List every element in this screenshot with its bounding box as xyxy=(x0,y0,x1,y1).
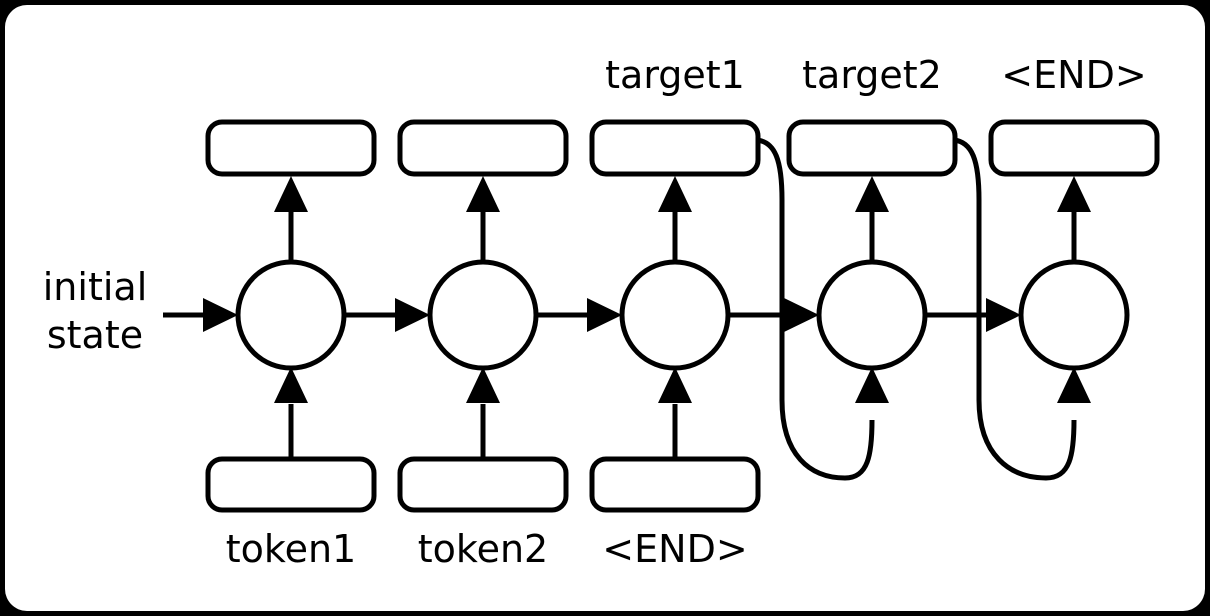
cell-to-output-arrowhead-3 xyxy=(658,176,692,212)
output-box-1[interactable] xyxy=(205,119,377,177)
initial-state-label-line2: state xyxy=(47,313,143,357)
input-to-cell-arrowhead-2 xyxy=(466,367,500,403)
cell-to-output-arrowhead-5 xyxy=(1057,176,1091,212)
output-box-5[interactable] xyxy=(988,119,1160,177)
top-label-end: <END> xyxy=(1001,53,1146,97)
state-arrowhead-2-3 xyxy=(587,298,622,332)
rnn-cell-1[interactable] xyxy=(235,259,347,371)
input-box-1[interactable] xyxy=(205,456,377,513)
top-label-target1: target1 xyxy=(605,53,745,97)
feedback-loop-path-2 xyxy=(953,137,1077,481)
output-box-3[interactable] xyxy=(589,119,761,177)
input-box-3[interactable] xyxy=(589,456,761,513)
initial-state-arrowhead xyxy=(203,298,238,332)
output-box-4[interactable] xyxy=(786,119,958,177)
rnn-cell-4[interactable] xyxy=(816,259,928,371)
top-label-target2: target2 xyxy=(802,53,942,97)
feedback-loop-path-1 xyxy=(756,137,875,481)
state-arrowhead-3-4 xyxy=(784,298,819,332)
rnn-cell-5[interactable] xyxy=(1018,259,1130,371)
cell-to-output-arrowhead-4 xyxy=(855,176,889,212)
rnn-cell-2[interactable] xyxy=(427,259,539,371)
state-arrowhead-1-2 xyxy=(395,298,430,332)
output-box-2[interactable] xyxy=(397,119,569,177)
rnn-cell-3[interactable] xyxy=(619,259,731,371)
cell-to-output-arrowhead-1 xyxy=(274,176,308,212)
state-arrowhead-4-5 xyxy=(986,298,1021,332)
input-to-cell-arrowhead-1 xyxy=(274,367,308,403)
cell-to-output-arrowhead-2 xyxy=(466,176,500,212)
feedback-loop-arrowhead-2 xyxy=(1057,367,1091,403)
input-box-2[interactable] xyxy=(397,456,569,513)
bottom-label-token2: token2 xyxy=(418,527,548,571)
bottom-label-end: <END> xyxy=(602,527,747,571)
initial-state-label-line1: initial xyxy=(43,265,148,309)
bottom-label-token1: token1 xyxy=(226,527,356,571)
input-to-cell-arrowhead-3 xyxy=(658,367,692,403)
feedback-loop-arrowhead-1 xyxy=(855,367,889,403)
